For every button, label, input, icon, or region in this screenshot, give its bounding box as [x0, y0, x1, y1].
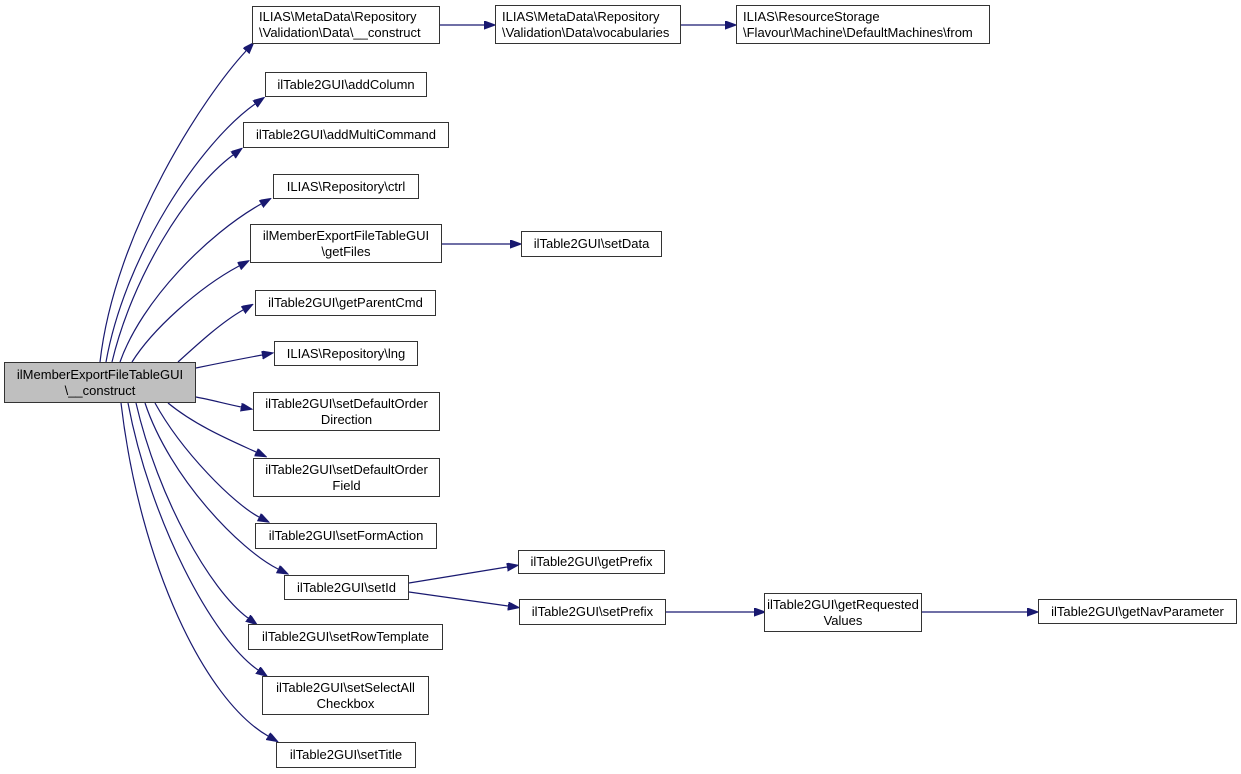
edge-main-to-ctrl [119, 204, 261, 363]
node-ilTable2GUI-addMultiCommand[interactable]: ilTable2GUI\addMultiCommand [243, 122, 449, 148]
edge-setId-to-setPrefix [408, 591, 508, 606]
node-label-line: ilTable2GUI\addColumn [277, 76, 415, 92]
node-ilTable2GUI-getPrefix[interactable]: ilTable2GUI\getPrefix [518, 550, 665, 574]
node-label-line: ILIAS\Repository\ctrl [286, 178, 406, 194]
node-label-line: \Validation\Data\vocabularies [502, 24, 670, 40]
node-ilMemberExportFileTableGUI-construct: ilMemberExportFileTableGUI \__construct [4, 362, 196, 403]
node-label-line: ILIAS\MetaData\Repository [259, 9, 417, 24]
node-label-line: Direction [320, 411, 373, 427]
node-ilTable2GUI-addColumn[interactable]: ilTable2GUI\addColumn [265, 72, 427, 97]
edge-main-to-setDefaultOrderDirection [195, 396, 241, 407]
edge-main-to-setId [144, 402, 278, 569]
node-label-line: \Flavour\Machine\DefaultMachines\from [743, 24, 973, 40]
node-label-line: ilTable2GUI\getPrefix [530, 554, 653, 569]
edge-main-to-md_construct [99, 51, 246, 363]
node-label-line: Values [823, 612, 863, 628]
node-label-line: ilTable2GUI\getNavParameter [1051, 603, 1224, 619]
edge-main-to-lng [195, 355, 262, 369]
edge-main-to-setDefaultOrderField [167, 402, 256, 452]
node-label-line: ilTable2GUI\addMultiCommand [256, 127, 436, 142]
node-label-line: ILIAS\ResourceStorage [743, 8, 880, 24]
node-ILIAS-Repository-lng[interactable]: ILIAS\Repository\lng [274, 341, 418, 366]
node-ILIAS-Repository-ctrl[interactable]: ILIAS\Repository\ctrl [273, 174, 419, 199]
node-ilTable2GUI-setFormAction[interactable]: ilTable2GUI\setFormAction [255, 523, 437, 549]
node-ILIAS-MetaData-Repository-Validation-Data-vocabularies[interactable]: ILIAS\MetaData\Repository \Validation\Da… [495, 5, 681, 44]
node-label-line: Checkbox [316, 695, 375, 711]
edge-setId-to-getPrefix [408, 567, 507, 584]
node-ILIAS-ResourceStorage-Flavour-Machine-DefaultMachines-from[interactable]: ILIAS\ResourceStorage \Flavour\Machine\D… [736, 5, 990, 44]
node-label-line: Field [332, 477, 361, 493]
node-ilTable2GUI-setPrefix[interactable]: ilTable2GUI\setPrefix [519, 599, 666, 625]
edge-main-to-getParentCmd [177, 310, 243, 363]
node-label-line: ilTable2GUI\getRequested [767, 596, 919, 612]
node-label-line: ilTable2GUI\setSelectAll [276, 679, 415, 695]
node-label-line: \Validation\Data\__construct [259, 25, 421, 40]
node-label-line: ilTable2GUI\setData [533, 236, 650, 251]
node-ilTable2GUI-setSelectAllCheckbox[interactable]: ilTable2GUI\setSelectAll Checkbox [262, 676, 429, 715]
node-label-line: \getFiles [321, 243, 371, 259]
node-ilTable2GUI-setRowTemplate[interactable]: ilTable2GUI\setRowTemplate [248, 624, 443, 650]
edge-main-to-addMultiCommand [111, 155, 233, 363]
node-ilTable2GUI-getRequestedValues[interactable]: ilTable2GUI\getRequested Values [764, 593, 922, 632]
node-ilMemberExportFileTableGUI-getFiles[interactable]: ilMemberExportFileTableGUI \getFiles [250, 224, 442, 263]
edge-main-to-setFormAction [154, 402, 259, 517]
edge-main-to-setRowTemplate [135, 402, 248, 618]
edge-main-to-addColumn [105, 104, 255, 363]
node-label-line: ILIAS\MetaData\Repository [502, 8, 660, 24]
node-ilTable2GUI-setDefaultOrderField[interactable]: ilTable2GUI\setDefaultOrder Field [253, 458, 440, 497]
node-label-line: ilTable2GUI\setRowTemplate [262, 629, 429, 644]
node-label-line: ilMemberExportFileTableGUI [262, 227, 430, 243]
node-label-line: ilTable2GUI\setPrefix [531, 604, 654, 619]
node-ILIAS-MetaData-Repository-Validation-Data-construct[interactable]: ILIAS\MetaData\Repository \Validation\Da… [252, 6, 440, 44]
node-ilTable2GUI-getParentCmd[interactable]: ilTable2GUI\getParentCmd [255, 290, 436, 316]
node-label-line: ilTable2GUI\setId [297, 579, 396, 595]
node-ilTable2GUI-setId[interactable]: ilTable2GUI\setId [284, 575, 409, 600]
node-ilTable2GUI-setData[interactable]: ilTable2GUI\setData [521, 231, 662, 257]
node-label-line: ilMemberExportFileTableGUI [16, 366, 184, 382]
node-label-line: \__construct [64, 382, 136, 398]
node-label-line: ilTable2GUI\setDefaultOrder [265, 395, 428, 411]
node-label-line: ILIAS\Repository\lng [286, 345, 406, 361]
node-ilTable2GUI-getNavParameter[interactable]: ilTable2GUI\getNavParameter [1038, 599, 1237, 624]
node-label-line: ilTable2GUI\getParentCmd [268, 295, 423, 310]
node-ilTable2GUI-setDefaultOrderDirection[interactable]: ilTable2GUI\setDefaultOrder Direction [253, 392, 440, 431]
node-label-line: ilTable2GUI\setFormAction [268, 528, 424, 543]
node-label-line: ilTable2GUI\setTitle [289, 747, 403, 762]
edge-main-to-getFiles [131, 266, 239, 363]
node-label-line: ilTable2GUI\setDefaultOrder [265, 461, 428, 477]
edge-main-to-setTitle [120, 402, 268, 736]
node-ilTable2GUI-setTitle[interactable]: ilTable2GUI\setTitle [276, 742, 416, 768]
edge-main-to-setSelectAllCheckbox [127, 402, 258, 670]
